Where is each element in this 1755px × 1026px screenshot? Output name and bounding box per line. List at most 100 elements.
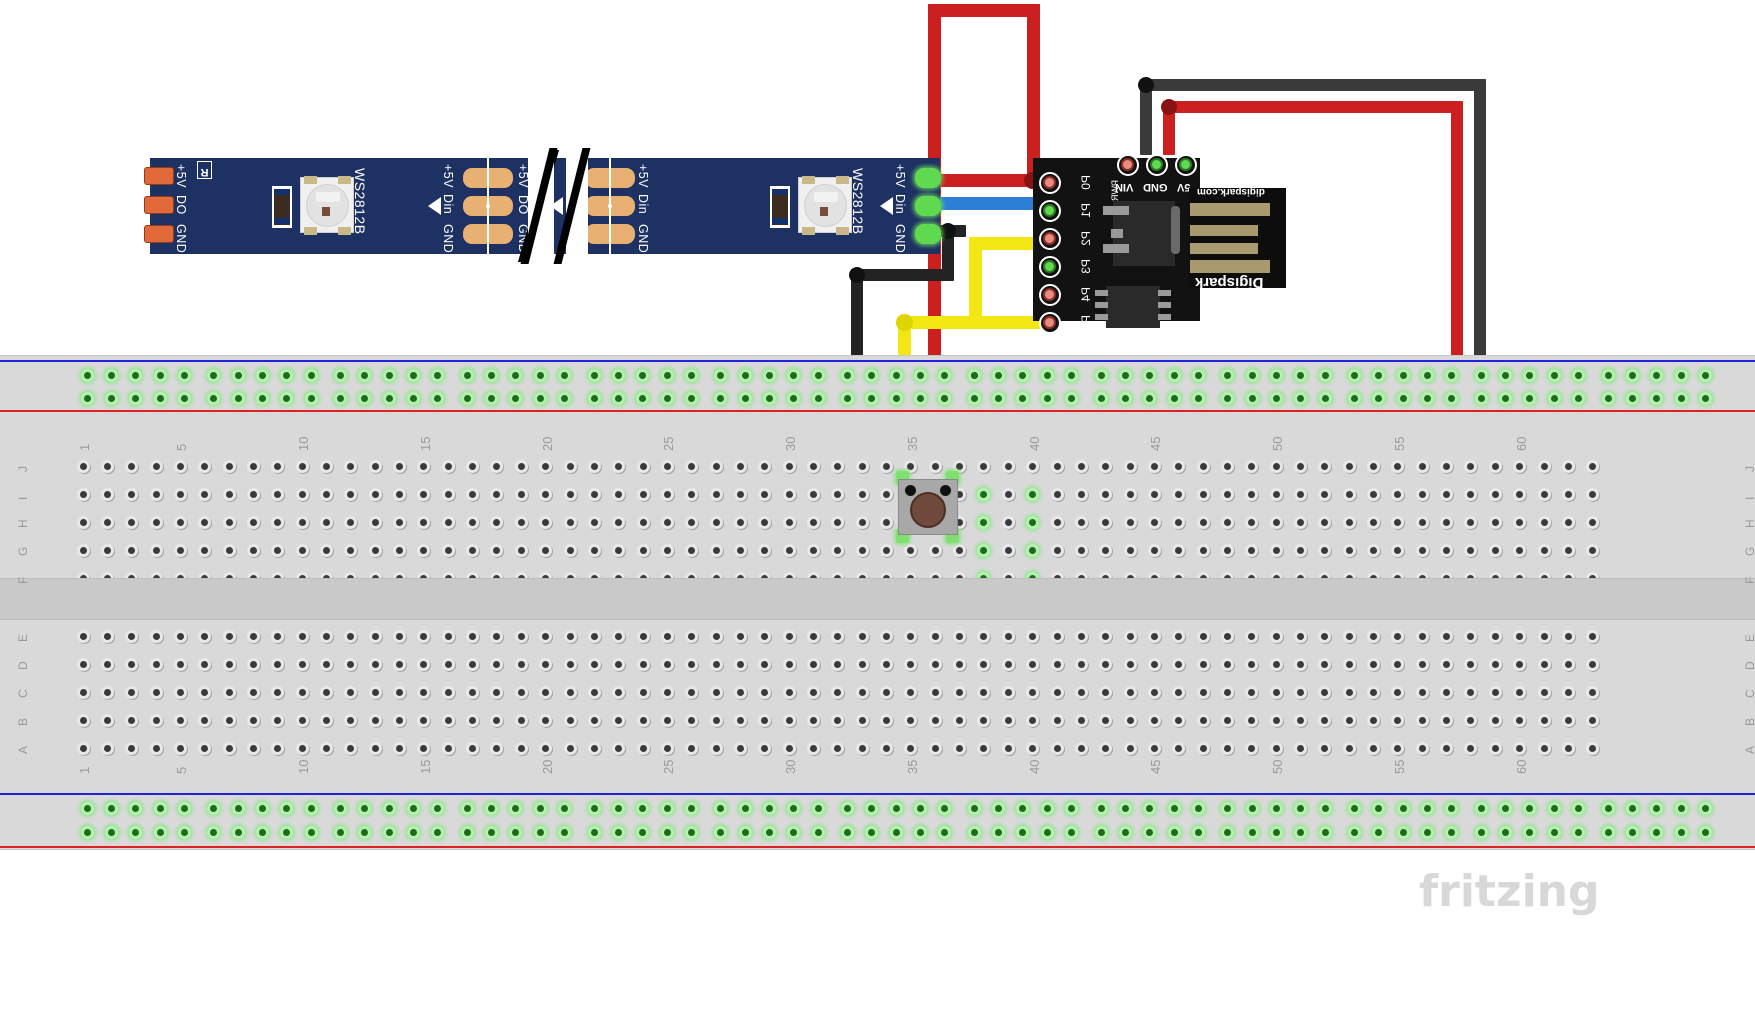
bb-lower-hole-B-34[interactable] (880, 713, 894, 727)
bb-lower-hole-D-4[interactable] (149, 657, 163, 671)
bb-upper-hole-G-40[interactable] (1026, 543, 1040, 557)
rail-top-hole-lower-12[interactable] (382, 391, 396, 405)
bb-upper-hole-J-31[interactable] (807, 459, 820, 473)
rail-top-hole-upper-13[interactable] (407, 368, 421, 382)
rail-bottom-hole-upper-22[interactable] (636, 801, 650, 815)
bb-lower-hole-B-63[interactable] (1586, 713, 1600, 727)
bb-lower-hole-E-62[interactable] (1561, 629, 1575, 643)
rail-top-hole-lower-36[interactable] (992, 391, 1006, 405)
rail-top-hole-upper-28[interactable] (787, 368, 801, 382)
bb-lower-hole-E-33[interactable] (855, 629, 869, 643)
bb-lower-hole-E-26[interactable] (685, 629, 699, 643)
bb-lower-hole-D-5[interactable] (173, 657, 187, 671)
bb-upper-hole-G-56[interactable] (1415, 543, 1429, 557)
rail-top-hole-lower-21[interactable] (611, 391, 625, 405)
rail-bottom-hole-lower-62[interactable] (1650, 825, 1664, 839)
bb-upper-hole-I-3[interactable] (125, 487, 139, 501)
bb-upper-hole-H-31[interactable] (807, 515, 820, 529)
bb-upper-hole-J-60[interactable] (1513, 459, 1527, 473)
rail-top-hole-upper-15[interactable] (460, 368, 474, 382)
bb-lower-hole-A-56[interactable] (1415, 741, 1429, 755)
rail-bottom-hole-lower-42[interactable] (1143, 825, 1157, 839)
bb-lower-hole-B-62[interactable] (1561, 713, 1575, 727)
bb-upper-hole-I-50[interactable] (1269, 487, 1283, 501)
bb-lower-hole-A-37[interactable] (953, 741, 967, 755)
bb-lower-hole-C-60[interactable] (1513, 685, 1527, 699)
bb-upper-hole-H-57[interactable] (1440, 515, 1454, 529)
bb-upper-hole-J-49[interactable] (1245, 459, 1259, 473)
rail-top-hole-upper-21[interactable] (611, 368, 625, 382)
rail-top-hole-upper-9[interactable] (304, 368, 318, 382)
rail-top-hole-upper-62[interactable] (1650, 368, 1664, 382)
rail-top-hole-lower-2[interactable] (129, 391, 143, 405)
rail-top-hole-upper-31[interactable] (865, 368, 879, 382)
bb-lower-hole-C-4[interactable] (149, 685, 163, 699)
bb-lower-hole-E-30[interactable] (782, 629, 796, 643)
bb-upper-hole-H-47[interactable] (1196, 515, 1210, 529)
rail-bottom-hole-lower-26[interactable] (738, 825, 752, 839)
rail-top-hole-lower-62[interactable] (1650, 391, 1664, 405)
rail-bottom-hole-upper-9[interactable] (304, 801, 318, 815)
bb-lower-hole-C-12[interactable] (344, 685, 358, 699)
rail-top-hole-lower-24[interactable] (684, 391, 698, 405)
rail-top-hole-upper-41[interactable] (1118, 368, 1132, 382)
bb-lower-hole-E-36[interactable] (928, 629, 942, 643)
bb-upper-hole-G-33[interactable] (855, 543, 869, 557)
bb-upper-hole-H-25[interactable] (660, 515, 674, 529)
bb-lower-hole-A-29[interactable] (758, 741, 772, 755)
bb-lower-hole-E-1[interactable] (76, 629, 90, 643)
bb-lower-hole-A-11[interactable] (320, 741, 333, 755)
rail-top-hole-upper-59[interactable] (1572, 368, 1586, 382)
bb-upper-hole-G-4[interactable] (149, 543, 163, 557)
bb-lower-hole-A-16[interactable] (441, 741, 455, 755)
bb-lower-hole-C-3[interactable] (125, 685, 139, 699)
bb-lower-hole-C-26[interactable] (685, 685, 699, 699)
rail-top-hole-upper-33[interactable] (914, 368, 928, 382)
rail-top-hole-lower-25[interactable] (714, 391, 728, 405)
rail-top-hole-upper-58[interactable] (1547, 368, 1561, 382)
bb-lower-hole-C-47[interactable] (1196, 685, 1210, 699)
rail-bottom-hole-lower-50[interactable] (1348, 825, 1361, 839)
bb-upper-hole-J-29[interactable] (758, 459, 772, 473)
rail-top-hole-upper-14[interactable] (431, 368, 445, 382)
bb-lower-hole-A-25[interactable] (660, 741, 674, 755)
rail-bottom-hole-upper-53[interactable] (1421, 801, 1435, 815)
rail-bottom-hole-upper-32[interactable] (889, 801, 903, 815)
bb-lower-hole-C-63[interactable] (1586, 685, 1600, 699)
bb-lower-hole-C-22[interactable] (587, 685, 601, 699)
bb-lower-hole-E-31[interactable] (807, 629, 820, 643)
bb-lower-hole-B-16[interactable] (441, 713, 455, 727)
bb-lower-hole-D-24[interactable] (636, 657, 650, 671)
bb-lower-hole-C-41[interactable] (1050, 685, 1064, 699)
bb-upper-hole-I-26[interactable] (685, 487, 699, 501)
bb-lower-hole-D-39[interactable] (1001, 657, 1015, 671)
bb-lower-hole-D-40[interactable] (1026, 657, 1040, 671)
bb-upper-hole-I-17[interactable] (466, 487, 480, 501)
bb-lower-hole-E-61[interactable] (1537, 629, 1551, 643)
bb-upper-hole-I-48[interactable] (1220, 487, 1234, 501)
bb-upper-hole-H-13[interactable] (368, 515, 382, 529)
bb-upper-hole-G-37[interactable] (953, 543, 967, 557)
bb-lower-hole-B-21[interactable] (563, 713, 577, 727)
bb-lower-hole-C-13[interactable] (368, 685, 382, 699)
digispark-pin-vin[interactable] (1117, 154, 1139, 176)
bb-lower-hole-A-43[interactable] (1099, 741, 1113, 755)
bb-lower-hole-E-47[interactable] (1196, 629, 1210, 643)
bb-upper-hole-H-22[interactable] (587, 515, 601, 529)
digispark-pin-p0[interactable] (1039, 172, 1061, 194)
bb-upper-hole-H-46[interactable] (1172, 515, 1186, 529)
rail-top-hole-upper-23[interactable] (660, 368, 674, 382)
bb-lower-hole-E-27[interactable] (709, 629, 723, 643)
bb-lower-hole-E-24[interactable] (636, 629, 650, 643)
bb-upper-hole-J-42[interactable] (1074, 459, 1088, 473)
bb-lower-hole-C-5[interactable] (173, 685, 187, 699)
rail-top-hole-upper-34[interactable] (938, 368, 952, 382)
rail-bottom-hole-upper-60[interactable] (1601, 801, 1615, 815)
bb-upper-hole-I-7[interactable] (222, 487, 236, 501)
bb-upper-hole-G-47[interactable] (1196, 543, 1210, 557)
digispark-pin-5v[interactable] (1175, 154, 1197, 176)
bb-lower-hole-A-62[interactable] (1561, 741, 1575, 755)
bb-lower-hole-E-15[interactable] (417, 629, 431, 643)
bb-upper-hole-H-61[interactable] (1537, 515, 1551, 529)
rail-top-hole-upper-8[interactable] (280, 368, 294, 382)
